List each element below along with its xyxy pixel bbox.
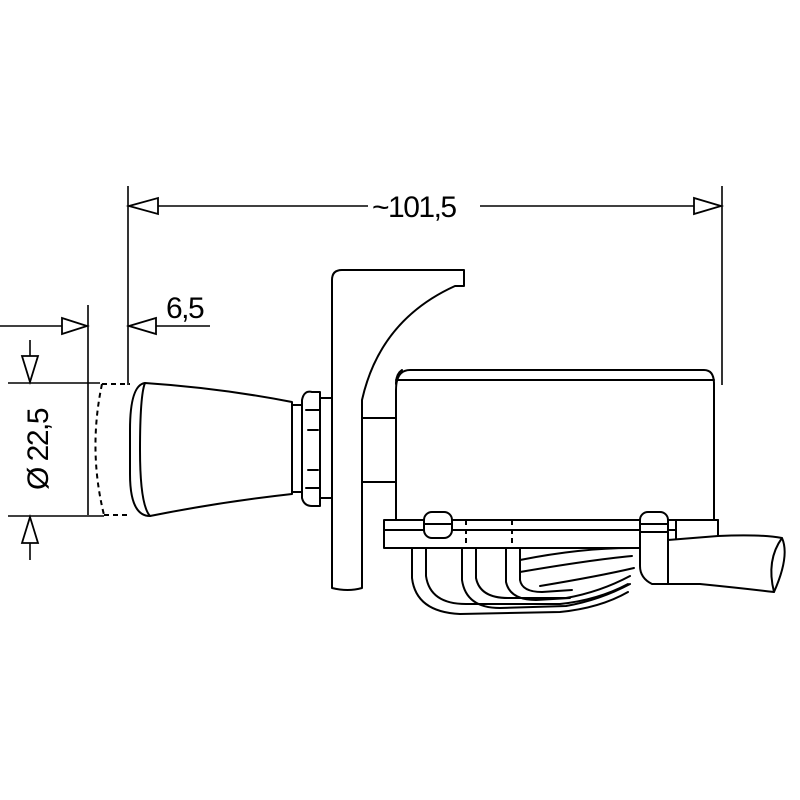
- terminal-left: [423, 511, 453, 539]
- arrow-right-icon: [693, 196, 725, 216]
- bushing: [291, 404, 303, 493]
- wiring: [411, 547, 635, 615]
- knob: [129, 382, 293, 517]
- arrow-left-icon: [125, 196, 159, 216]
- overall-length-dimension: ~101,5: [125, 186, 725, 385]
- offset-arrow-right-icon: [61, 316, 90, 336]
- housing: [395, 369, 715, 521]
- diameter-dimension: Ø 22,5: [8, 340, 104, 560]
- cable: [667, 534, 786, 593]
- offset-arrow-left-icon: [125, 316, 157, 336]
- mounting-bracket: [331, 269, 465, 591]
- diameter-label: Ø 22,5: [22, 408, 55, 490]
- offset-label: 6,5: [166, 292, 204, 325]
- cable-clamp: [639, 531, 669, 585]
- nut: [301, 390, 321, 507]
- phantom-knob: [94, 383, 130, 516]
- washer: [319, 397, 333, 499]
- offset-dimension: 6,5: [0, 292, 210, 515]
- diameter-arrow-down-icon: [20, 355, 40, 386]
- shaft: [361, 417, 397, 483]
- overall-length-label: ~101,5: [372, 191, 456, 224]
- diameter-arrow-up-icon: [20, 513, 40, 544]
- switch-part: [94, 269, 786, 615]
